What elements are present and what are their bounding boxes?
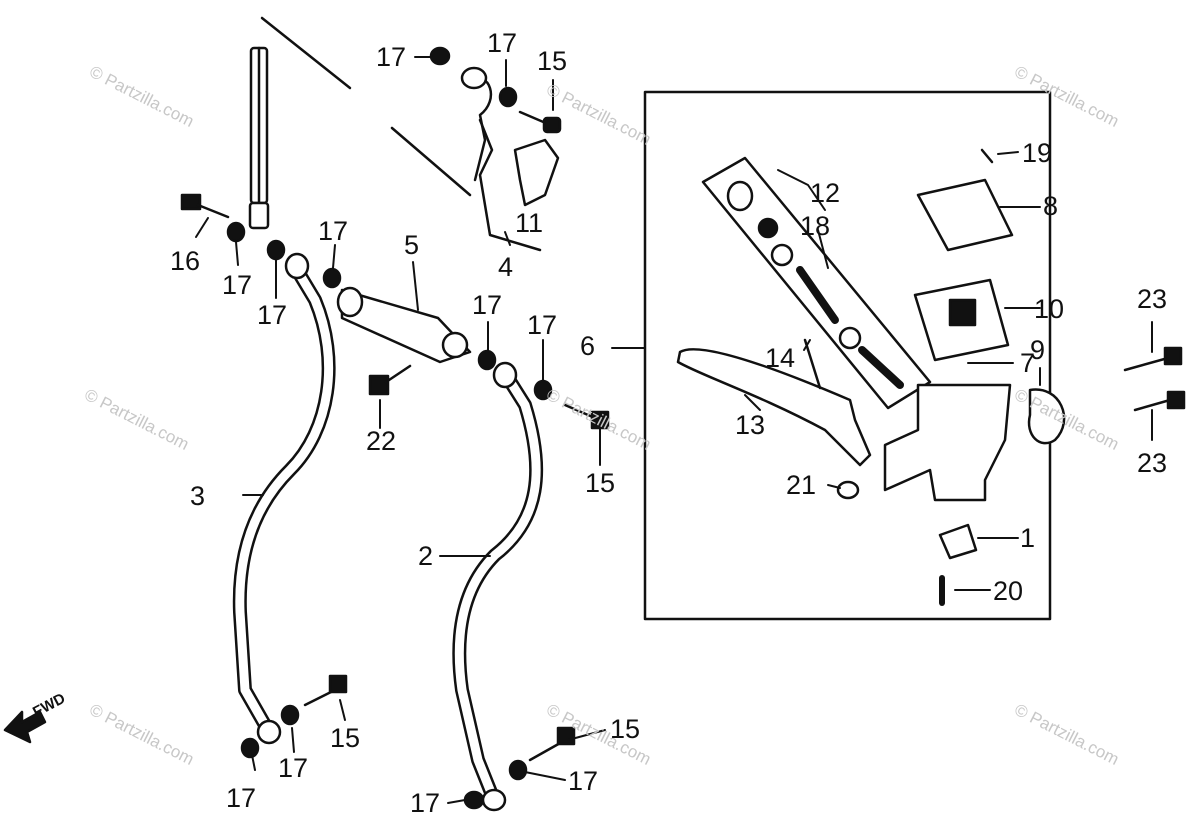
callout-14: 14 [765,343,796,373]
clamp-9 [1027,388,1066,445]
callout-17: 17 [278,753,309,783]
bolt-16 [180,193,230,219]
washers-17 [226,46,553,810]
fwd-arrow-icon [3,710,47,744]
master-cylinder-kit-12 [701,156,932,410]
brake-hose-3 [232,252,336,745]
reservoir-cap-8 [916,178,1014,252]
bolt-22 [368,364,412,396]
callout-17: 17 [376,42,407,72]
callout-17: 17 [487,28,518,58]
callout-9: 9 [1030,335,1046,365]
pivot-bolt-14 [803,338,822,390]
boot-11 [513,138,560,207]
bolt-15-top [518,110,562,134]
callout-15: 15 [330,723,361,753]
bracket-1 [938,523,978,560]
callout-17: 17 [318,216,349,246]
callout-23: 23 [1137,284,1168,314]
bolt-15-bottom-left [303,674,348,707]
brake-hose-2 [452,361,544,812]
screw-19 [980,148,994,164]
callout-22: 22 [366,426,397,456]
bolts-23 [1123,346,1186,412]
callout-15: 15 [610,714,641,744]
callout-12: 12 [810,178,841,208]
master-cylinder-assembly-box [643,90,1052,621]
bolt-15-bottom-right [528,726,576,762]
callout-19: 19 [1022,138,1053,168]
callout-23: 23 [1137,448,1168,478]
callout-18: 18 [800,211,831,241]
master-cylinder-body [883,383,1012,502]
callout-5: 5 [404,230,420,260]
callout-3: 3 [190,481,206,511]
callout-2: 2 [418,541,434,571]
brake-pipe-top [248,16,472,230]
callout-16: 16 [170,246,201,276]
callout-10: 10 [1034,294,1065,324]
callout-17: 17 [568,766,599,796]
callout-17: 17 [472,290,503,320]
joint-5 [336,286,472,364]
callout-1: 1 [1020,523,1036,553]
callout-17: 17 [222,270,253,300]
callout-6: 6 [580,331,596,361]
callout-17: 17 [257,300,288,330]
callout-17: 17 [527,310,558,340]
callout-11: 11 [515,208,544,238]
callout-15: 15 [537,46,568,76]
diaphragm-10-center [948,298,977,327]
callout-17: 17 [226,783,257,813]
brake-lever-13 [676,348,872,467]
leader-lines [195,56,1153,804]
brake-pipe-4 [460,66,542,252]
callout-21: 21 [786,470,817,500]
callout-7: 7 [1020,348,1036,378]
callout-13: 13 [735,410,766,440]
bolt-21 [836,480,860,500]
callout-17: 17 [410,788,441,818]
callout-8: 8 [1043,191,1059,221]
callout-15: 15 [585,468,616,498]
callout-20: 20 [993,576,1024,606]
callout-4: 4 [498,252,514,282]
